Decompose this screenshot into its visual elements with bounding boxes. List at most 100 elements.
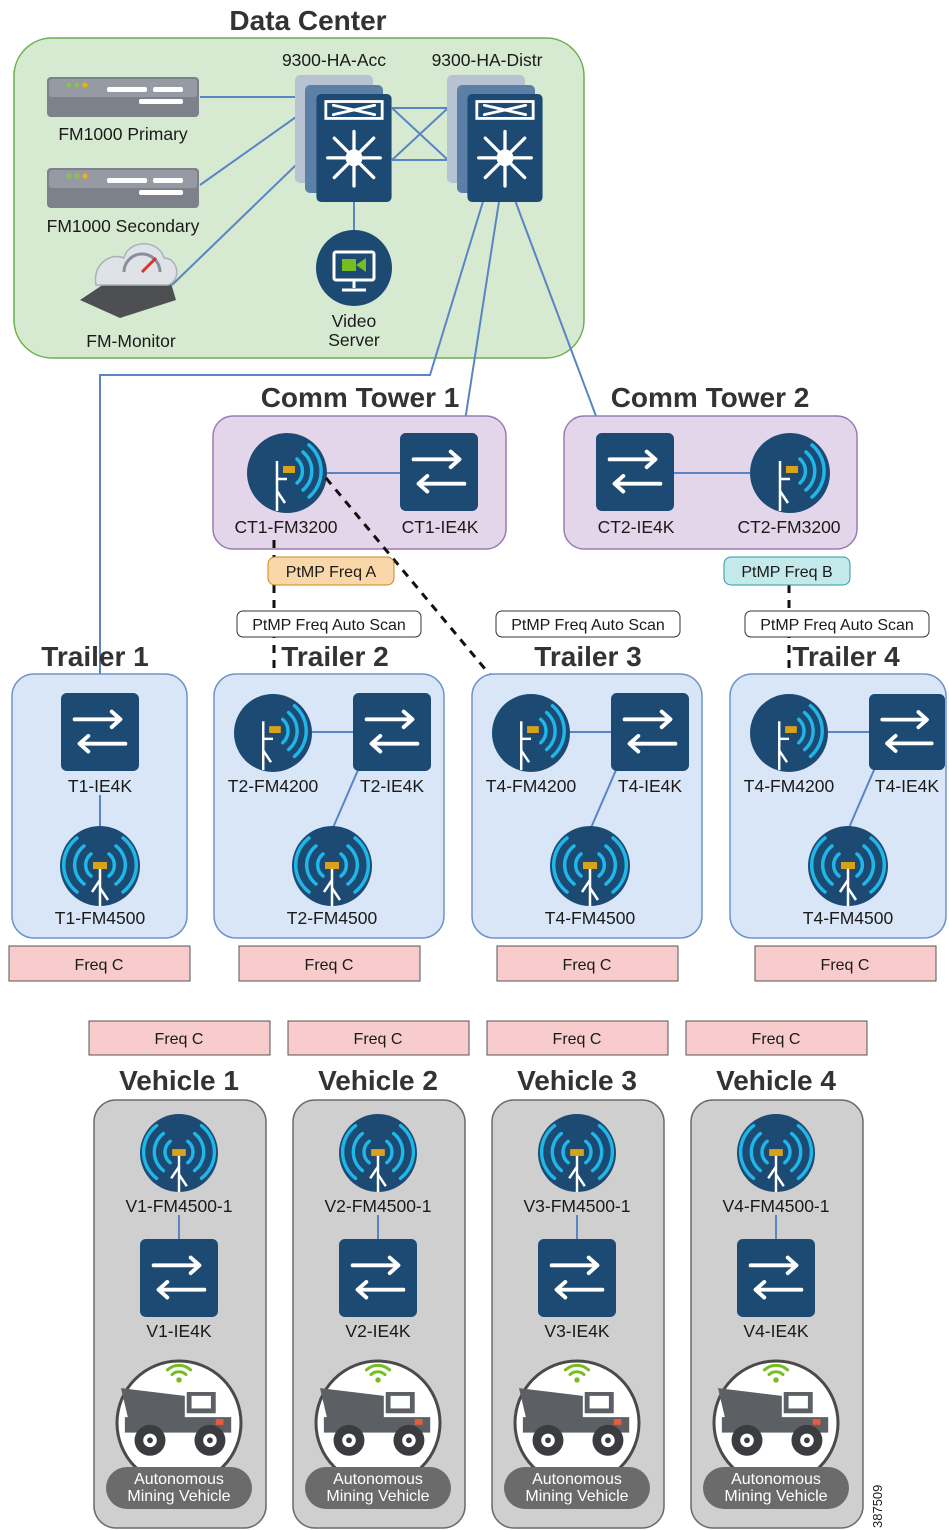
trailer-1-freq-tag: Freq C bbox=[8, 945, 191, 982]
label-v4-fm4500: V4-FM4500-1 bbox=[723, 1196, 830, 1216]
label-v3-fm4500: V3-FM4500-1 bbox=[524, 1196, 631, 1216]
ct2-fm3200-radio[interactable] bbox=[750, 433, 830, 513]
t4-fm4500-mesh[interactable] bbox=[808, 826, 888, 906]
link-t2-switch-mesh bbox=[331, 769, 359, 831]
vehicle-1-title: Vehicle 1 bbox=[119, 1065, 239, 1096]
label-t4-fm4200: T4-FM4200 bbox=[744, 776, 835, 796]
label-t3-fm4200: T4-FM4200 bbox=[486, 776, 577, 796]
comm-tower-1-title: Comm Tower 1 bbox=[261, 382, 460, 413]
label-ct2-fm3200: CT2-FM3200 bbox=[737, 517, 840, 537]
ptmp-freq-b-tag: PtMP Freq B bbox=[723, 556, 851, 586]
label-t3-ie4k: T4-IE4K bbox=[618, 776, 683, 796]
t3-ie4k-switch[interactable] bbox=[611, 693, 689, 771]
trailer-2-freq-tag: Freq C bbox=[238, 945, 421, 982]
t1-ie4k-switch[interactable] bbox=[61, 693, 139, 771]
t2-fm4500-mesh[interactable] bbox=[292, 826, 372, 906]
label-t2-fm4500: T2-FM4500 bbox=[287, 908, 378, 928]
fm-monitor-icon[interactable] bbox=[80, 243, 178, 318]
v1-vehicle-label-line1: Autonomous bbox=[134, 1471, 224, 1488]
label-t2-ie4k: T2-IE4K bbox=[360, 776, 425, 796]
label-v3-ie4k: V3-IE4K bbox=[544, 1321, 609, 1341]
v2-fm4500-radio[interactable] bbox=[339, 1114, 417, 1192]
label-t1-fm4500: T1-FM4500 bbox=[55, 908, 146, 928]
label-video-server-line1: Video bbox=[332, 311, 376, 331]
label-t2-fm4200: T2-FM4200 bbox=[228, 776, 319, 796]
label-9300-ha-distr: 9300-HA-Distr bbox=[432, 50, 543, 70]
v4-mining-vehicle-icon: Autonomous Mining Vehicle bbox=[703, 1359, 849, 1509]
v3-vehicle-label-line2: Mining Vehicle bbox=[525, 1488, 628, 1505]
v1-ie4k-switch[interactable] bbox=[140, 1239, 218, 1317]
label-v1-fm4500: V1-FM4500-1 bbox=[126, 1196, 233, 1216]
t1-fm4500-mesh[interactable] bbox=[60, 826, 140, 906]
label-t1-ie4k: T1-IE4K bbox=[68, 776, 133, 796]
auto-scan-tag-trailer4: PtMP Freq Auto Scan bbox=[744, 610, 930, 638]
vehicle-4-freq-tag: Freq C bbox=[685, 1020, 868, 1056]
label-v2-ie4k: V2-IE4K bbox=[345, 1321, 410, 1341]
video-server-icon[interactable] bbox=[316, 230, 392, 306]
trailer-4-title: Trailer 4 bbox=[792, 641, 900, 672]
t4-ie4k-switch[interactable] bbox=[869, 693, 945, 771]
v4-fm4500-radio[interactable] bbox=[737, 1114, 815, 1192]
trailer-1-freq-label: Freq C bbox=[75, 957, 124, 974]
label-9300-ha-acc: 9300-HA-Acc bbox=[282, 50, 386, 70]
auto-scan-tag-trailer3: PtMP Freq Auto Scan bbox=[495, 610, 681, 638]
vehicle-2-freq-tag: Freq C bbox=[287, 1020, 470, 1056]
label-t3-fm4500: T4-FM4500 bbox=[545, 908, 636, 928]
auto-scan-tag-trailer2: PtMP Freq Auto Scan bbox=[236, 610, 422, 638]
label-ct2-ie4k: CT2-IE4K bbox=[598, 517, 675, 537]
trailer-2-freq-label: Freq C bbox=[305, 957, 354, 974]
v2-vehicle-label-line2: Mining Vehicle bbox=[326, 1488, 429, 1505]
figure-id: 387509 bbox=[870, 1485, 885, 1528]
label-ct1-ie4k: CT1-IE4K bbox=[402, 517, 479, 537]
vehicle-1-freq-label: Freq C bbox=[155, 1031, 204, 1048]
vehicle-2-title: Vehicle 2 bbox=[318, 1065, 438, 1096]
v3-fm4500-radio[interactable] bbox=[538, 1114, 616, 1192]
v3-vehicle-label-line1: Autonomous bbox=[532, 1471, 622, 1488]
v4-vehicle-label-line2: Mining Vehicle bbox=[724, 1488, 827, 1505]
vehicle-3-title: Vehicle 3 bbox=[517, 1065, 637, 1096]
auto-scan-label-trailer4: PtMP Freq Auto Scan bbox=[760, 617, 914, 634]
ptmp-freq-a-tag: PtMP Freq A bbox=[267, 556, 395, 586]
ct1-ie4k-switch[interactable] bbox=[400, 433, 478, 511]
v1-mining-vehicle-icon: Autonomous Mining Vehicle bbox=[106, 1359, 252, 1509]
label-fm1000-secondary: FM1000 Secondary bbox=[47, 216, 200, 236]
v3-ie4k-switch[interactable] bbox=[538, 1239, 616, 1317]
v4-ie4k-switch[interactable] bbox=[737, 1239, 815, 1317]
fm1000-primary-appliance[interactable] bbox=[47, 77, 199, 117]
switch-9300-ha-distr[interactable] bbox=[447, 75, 545, 202]
vehicle-2-freq-label: Freq C bbox=[354, 1031, 403, 1048]
t3-fm4200-radio[interactable] bbox=[492, 694, 570, 772]
link-distr-ct2 bbox=[512, 194, 606, 441]
trailer-2-title: Trailer 2 bbox=[281, 641, 388, 672]
vehicle-4-freq-label: Freq C bbox=[752, 1031, 801, 1048]
t2-ie4k-switch[interactable] bbox=[353, 693, 431, 771]
data-center-title: Data Center bbox=[229, 5, 386, 36]
link-acc-distr-4 bbox=[391, 107, 449, 161]
v1-vehicle-label-line2: Mining Vehicle bbox=[127, 1488, 230, 1505]
label-fm1000-primary: FM1000 Primary bbox=[58, 124, 188, 144]
comm-tower-2-title: Comm Tower 2 bbox=[611, 382, 810, 413]
link-t3-switch-mesh bbox=[589, 769, 617, 831]
label-v4-ie4k: V4-IE4K bbox=[743, 1321, 808, 1341]
ct2-ie4k-switch[interactable] bbox=[596, 433, 674, 511]
ptmp-freq-b-label: PtMP Freq B bbox=[741, 564, 832, 581]
label-t4-fm4500: T4-FM4500 bbox=[803, 908, 894, 928]
switch-9300-ha-acc[interactable] bbox=[295, 75, 394, 202]
ct1-fm3200-radio[interactable] bbox=[247, 433, 327, 513]
link-fm1000s-acc bbox=[199, 116, 297, 186]
vehicle-3-freq-label: Freq C bbox=[553, 1031, 602, 1048]
v4-vehicle-label-line1: Autonomous bbox=[731, 1471, 821, 1488]
fm1000-secondary-appliance[interactable] bbox=[47, 168, 199, 208]
t2-fm4200-radio[interactable] bbox=[234, 694, 312, 772]
t3-fm4500-mesh[interactable] bbox=[550, 826, 630, 906]
label-v1-ie4k: V1-IE4K bbox=[146, 1321, 211, 1341]
v2-ie4k-switch[interactable] bbox=[339, 1239, 417, 1317]
vehicle-1-freq-tag: Freq C bbox=[88, 1020, 271, 1056]
t4-fm4200-radio[interactable] bbox=[750, 694, 828, 772]
auto-scan-label-trailer2: PtMP Freq Auto Scan bbox=[252, 617, 406, 634]
label-ct1-fm3200: CT1-FM3200 bbox=[234, 517, 337, 537]
v1-fm4500-radio[interactable] bbox=[140, 1114, 218, 1192]
label-t4-ie4k: T4-IE4K bbox=[875, 776, 940, 796]
ptmp-link-ct1-trailer3 bbox=[324, 477, 517, 706]
